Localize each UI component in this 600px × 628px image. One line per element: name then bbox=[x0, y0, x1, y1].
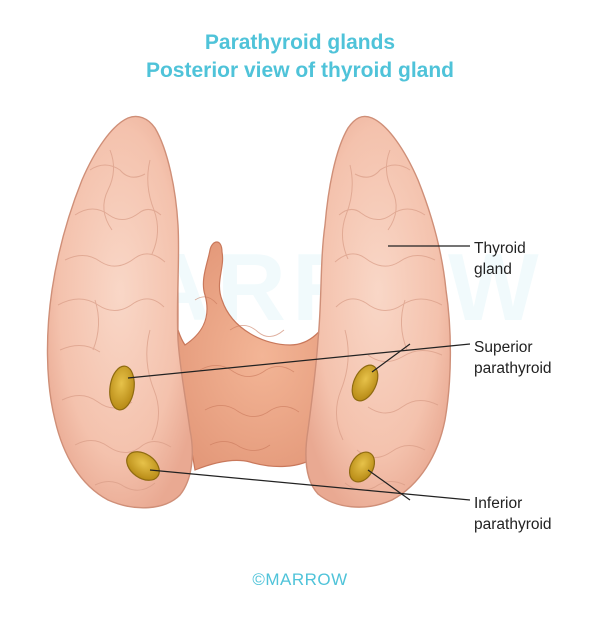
thyroid-right-lobe bbox=[305, 115, 452, 508]
left-superior-parathyroid bbox=[109, 365, 135, 411]
left-lobe-texture bbox=[57, 149, 172, 491]
diagram-title: Parathyroid glands bbox=[204, 31, 396, 54]
superior-leader-line-left bbox=[127, 343, 471, 379]
isthmus-texture bbox=[194, 296, 300, 451]
brand-logo: ©MARROW bbox=[252, 570, 348, 589]
label-thyroid-gland: Thyroid gland bbox=[474, 238, 526, 280]
thyroid-isthmus bbox=[173, 241, 352, 471]
right-lobe-texture bbox=[334, 149, 443, 491]
label-thyroid-line1: Thyroid bbox=[474, 240, 526, 257]
leader-lines bbox=[127, 245, 471, 501]
label-inferior-line2: parathyroid bbox=[474, 516, 552, 533]
inferior-leader-line-right bbox=[367, 469, 411, 501]
diagram-subtitle: Posterior view of thyroid gland bbox=[145, 59, 455, 82]
label-superior-line2: parathyroid bbox=[474, 360, 552, 377]
label-inferior-parathyroid: Inferior parathyroid bbox=[474, 493, 552, 535]
label-thyroid-line2: gland bbox=[474, 261, 512, 278]
thyroid-left-lobe bbox=[46, 115, 193, 509]
left-inferior-parathyroid bbox=[126, 451, 160, 481]
label-inferior-line1: Inferior bbox=[474, 495, 523, 512]
right-superior-parathyroid bbox=[351, 364, 379, 402]
label-superior-parathyroid: Superior parathyroid bbox=[474, 337, 552, 379]
label-superior-line1: Superior bbox=[474, 339, 533, 356]
superior-leader-line-right bbox=[371, 343, 411, 373]
inferior-leader-line-left bbox=[149, 469, 471, 501]
